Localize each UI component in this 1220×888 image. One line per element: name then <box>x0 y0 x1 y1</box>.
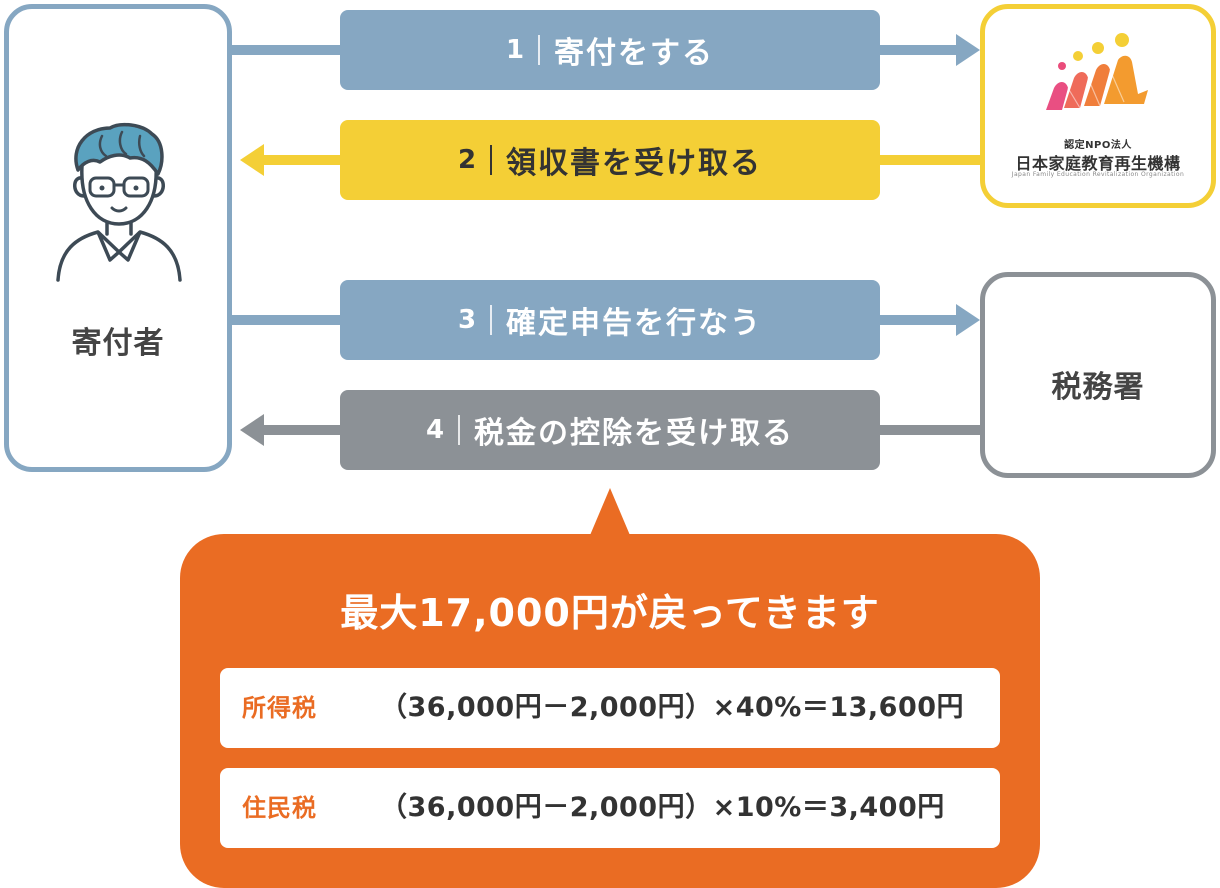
tax-row-formula: （36,000円－2,000円）×10%＝3,400円 <box>380 792 945 823</box>
step-3-box: 3 確定申告を行なう <box>340 280 880 360</box>
npo-name: 日本家庭教育再生機構 <box>1015 154 1181 173</box>
step-separator <box>538 35 541 65</box>
npo-logo <box>1046 33 1148 110</box>
step-1-box: 1 寄付をする <box>340 10 880 90</box>
step-separator <box>490 305 493 335</box>
donor-label: 寄付者 <box>71 326 165 361</box>
tax-office-label: 税務署 <box>1051 370 1145 405</box>
step-label: 領収書を受け取る <box>506 146 763 181</box>
step-number: 1 <box>505 35 525 65</box>
npo-english-name: Japan Family Education Revitalization Or… <box>1011 171 1185 178</box>
npo-box <box>980 4 1216 208</box>
tax-row-formula: （36,000円－2,000円）×40%＝13,600円 <box>380 692 965 723</box>
tax-row-label: 住民税 <box>242 794 317 822</box>
step-separator <box>490 145 493 175</box>
tax-row-label: 所得税 <box>242 694 317 722</box>
tax-office-box <box>980 272 1216 478</box>
step-number: 4 <box>425 415 445 445</box>
step-number: 2 <box>457 145 477 175</box>
donor-box <box>4 4 232 472</box>
tax-row-income: 所得税 （36,000円－2,000円）×40%＝13,600円 <box>220 668 1000 748</box>
step-label: 税金の控除を受け取る <box>474 416 795 451</box>
step-number: 3 <box>457 305 477 335</box>
step-label: 寄付をする <box>554 36 715 71</box>
step-4-box: 4 税金の控除を受け取る <box>340 390 880 470</box>
person-icon <box>56 122 182 282</box>
tax-row-resident: 住民税 （36,000円－2,000円）×10%＝3,400円 <box>220 768 1000 848</box>
step-2-box: 2 領収書を受け取る <box>340 120 880 200</box>
npo-sub-label: 認定NPO法人 <box>1064 140 1132 151</box>
callout-pointer <box>588 488 632 540</box>
arrowhead-4 <box>240 414 264 446</box>
step-label: 確定申告を行なう <box>506 306 763 341</box>
refund-title: 最大17,000円が戻ってきます <box>340 591 880 635</box>
arrowhead-1 <box>956 34 980 66</box>
step-separator <box>458 415 461 445</box>
arrowhead-2 <box>240 144 264 176</box>
arrowhead-3 <box>956 304 980 336</box>
